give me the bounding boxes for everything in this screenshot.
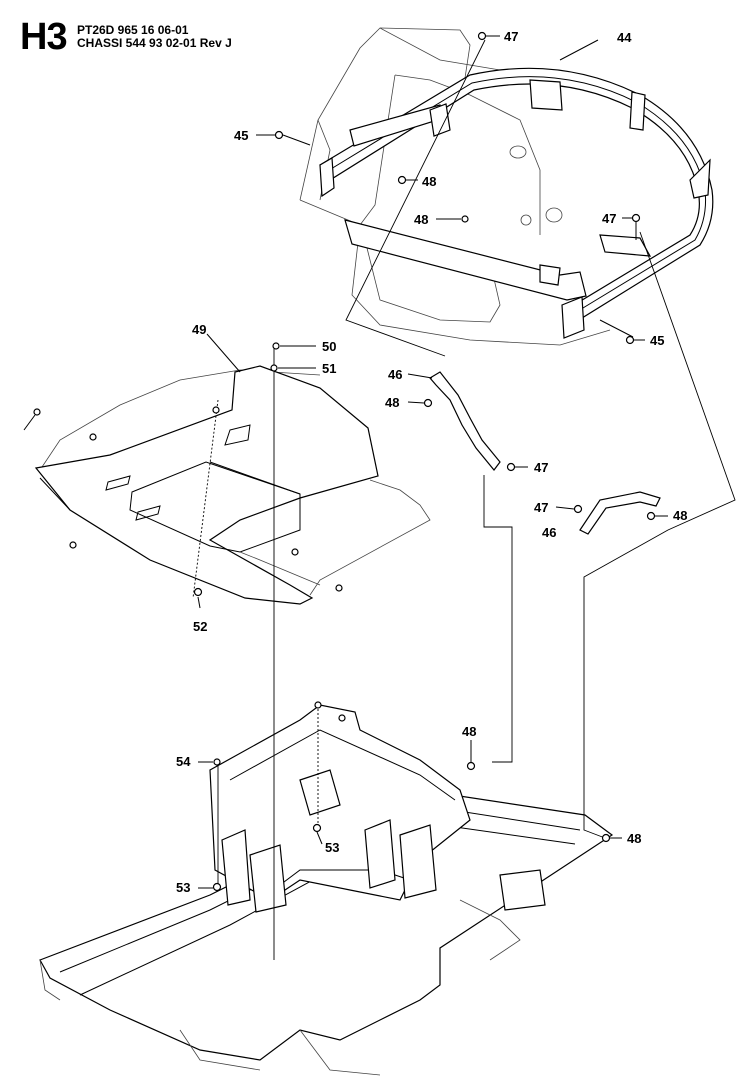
support-link-left	[429, 371, 501, 471]
callout-47: 47	[602, 211, 616, 226]
callout-50: 50	[322, 339, 336, 354]
callout-48: 48	[422, 174, 436, 189]
callout-47: 47	[504, 29, 518, 44]
assembly-lines	[192, 39, 736, 960]
model-number: PT26D 965 16 06-01	[77, 23, 189, 37]
floor-plate-assembly	[34, 365, 431, 605]
callout-46: 46	[542, 525, 556, 540]
support-link-right	[579, 491, 661, 535]
callout-51: 51	[322, 361, 336, 376]
callout-48: 48	[414, 212, 428, 227]
front-bumper-bar	[319, 67, 714, 339]
callout-leaders	[197, 35, 668, 889]
callout-45: 45	[650, 333, 664, 348]
callout-52: 52	[193, 619, 207, 634]
callout-46: 46	[388, 367, 402, 382]
callout-49: 49	[192, 322, 206, 337]
callout-47: 47	[534, 460, 548, 475]
chassis-frame	[39, 704, 614, 1076]
section-code: H3	[20, 16, 68, 58]
callout-48: 48	[673, 508, 687, 523]
callout-48: 48	[627, 831, 641, 846]
assembly-title: CHASSI 544 93 02-01 Rev J	[77, 36, 232, 50]
callout-45: 45	[234, 128, 248, 143]
fasteners	[23, 31, 656, 892]
callout-53: 53	[176, 880, 190, 895]
callout-44: 44	[617, 30, 632, 45]
callout-48: 48	[462, 724, 476, 739]
callout-48: 48	[385, 395, 399, 410]
callout-labels: 44 47 45 48 48 47 45 49 50 51 46 48 47 4…	[176, 29, 687, 895]
callout-54: 54	[176, 754, 191, 769]
callout-53: 53	[325, 840, 339, 855]
callout-47: 47	[534, 500, 548, 515]
